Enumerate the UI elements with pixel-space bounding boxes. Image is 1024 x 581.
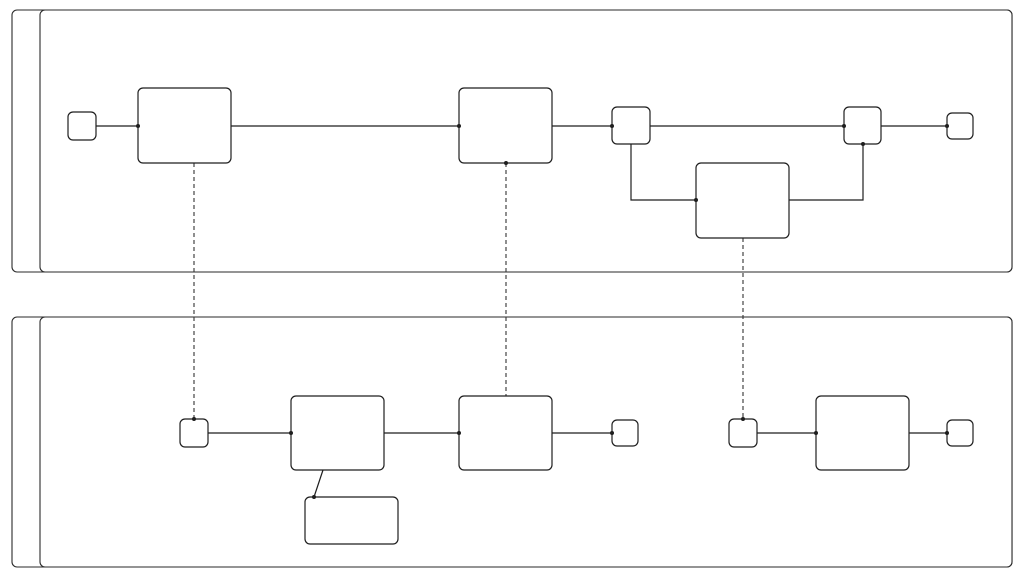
connection-point <box>694 198 698 202</box>
end-event[interactable] <box>946 112 974 140</box>
connection-point <box>610 124 614 128</box>
annotation[interactable] <box>304 496 399 545</box>
task-6[interactable] <box>815 395 910 471</box>
task-2[interactable] <box>458 87 553 164</box>
flow-gateway-to-task-3[interactable] <box>630 144 696 201</box>
sequence-flows-top <box>96 125 947 201</box>
gateway-split[interactable] <box>611 106 651 145</box>
connection-point <box>814 431 818 435</box>
connection-point <box>945 124 949 128</box>
connection-point <box>741 417 745 421</box>
connection-point <box>861 142 865 146</box>
connection-point <box>289 431 293 435</box>
sequence-flows-bottom <box>208 432 947 498</box>
end-event-2[interactable] <box>946 419 974 447</box>
connection-point <box>504 161 508 165</box>
flow-task-3-to-join[interactable] <box>789 144 864 201</box>
connection-point <box>610 431 614 435</box>
nodes-top <box>67 87 974 239</box>
end-event-1[interactable] <box>611 419 639 447</box>
start-event-1[interactable] <box>179 418 209 448</box>
connection-point <box>192 417 196 421</box>
start-event[interactable] <box>67 111 97 141</box>
task-3[interactable] <box>695 162 790 239</box>
start-event-2[interactable] <box>728 418 758 448</box>
nodes-bottom <box>179 395 974 545</box>
connection-point <box>457 124 461 128</box>
connection-point <box>842 124 846 128</box>
task-5[interactable] <box>458 395 553 471</box>
task-1[interactable] <box>137 87 232 164</box>
connection-point <box>945 431 949 435</box>
connection-point <box>312 495 316 499</box>
connection-points <box>136 124 949 499</box>
association-task-4-annotation[interactable] <box>313 469 324 498</box>
connection-point <box>136 124 140 128</box>
message-flows <box>193 163 744 419</box>
connection-point <box>457 431 461 435</box>
gateway-join[interactable] <box>843 106 882 145</box>
task-4[interactable] <box>290 395 385 471</box>
